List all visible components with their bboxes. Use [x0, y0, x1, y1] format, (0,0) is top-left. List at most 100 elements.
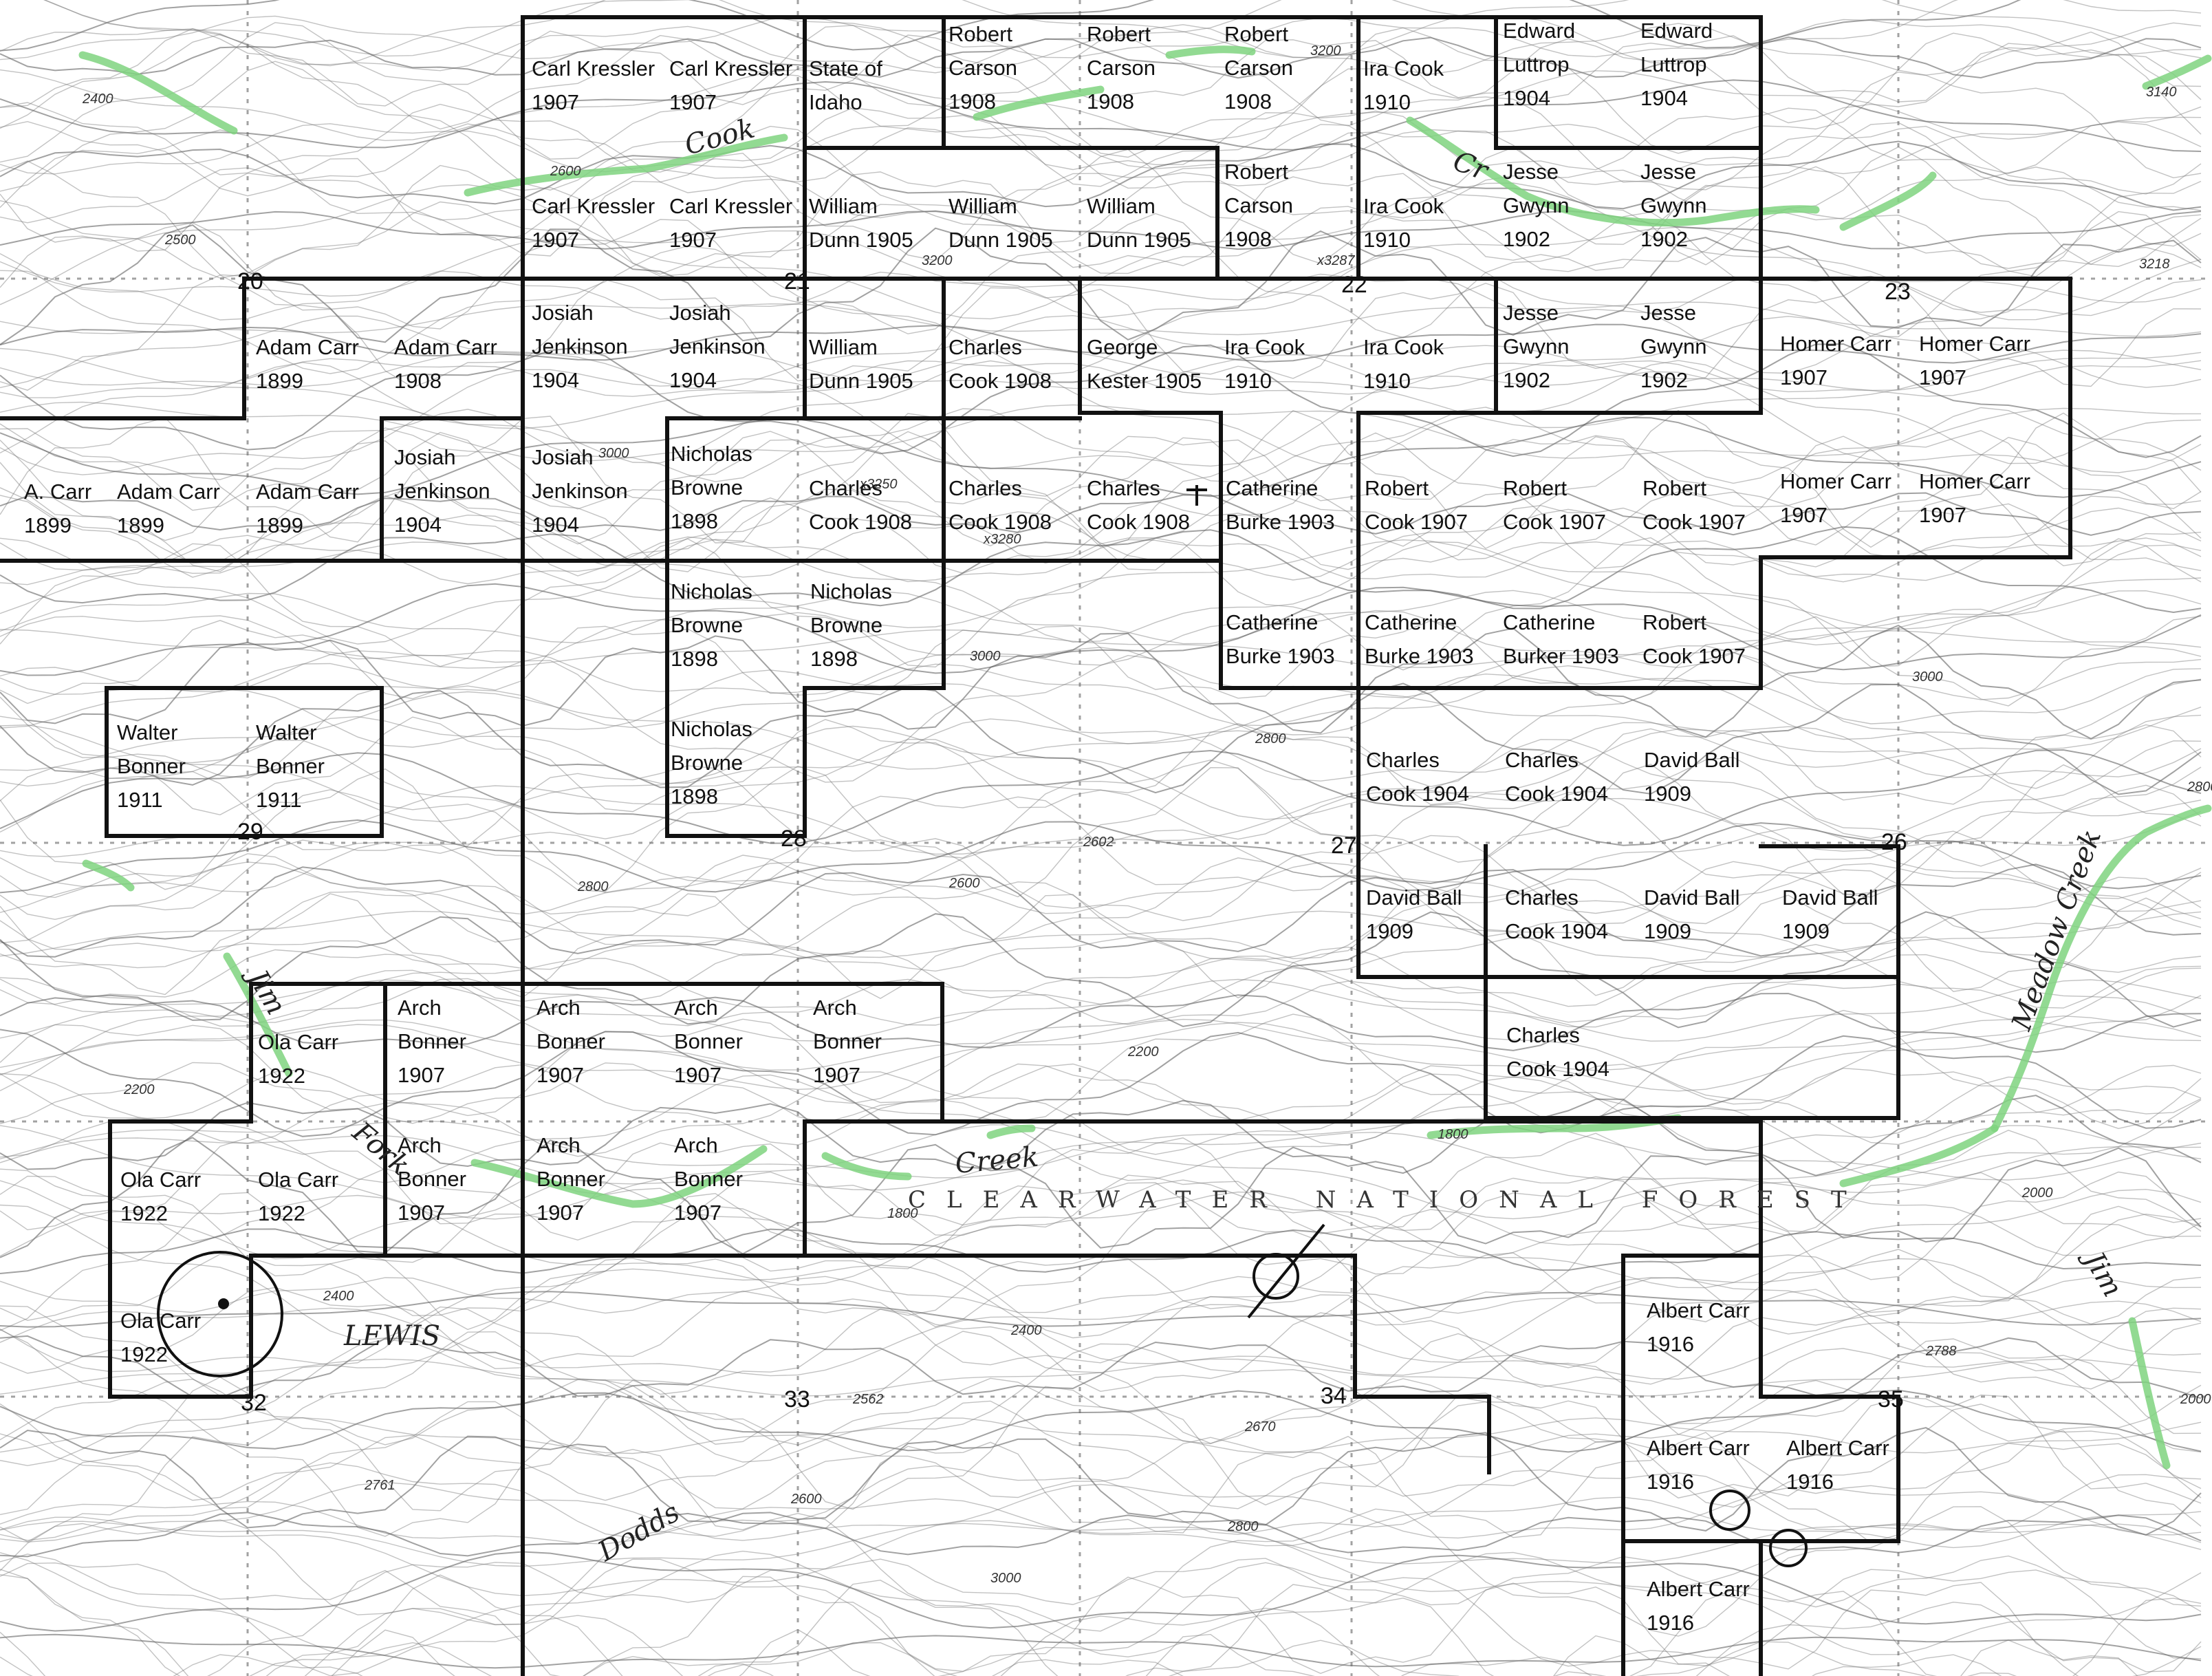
parcel-owner: Jesse [1503, 301, 1559, 325]
parcel-owner: Gwynn [1640, 334, 1706, 358]
parcel-year: 1909 [1644, 782, 1691, 806]
contour-line [0, 830, 2202, 928]
contour-line [0, 910, 2202, 958]
contour-line [0, 1130, 2202, 1233]
lewis-creek [82, 859, 1999, 1208]
contour-line [0, 28, 2202, 108]
parcel-owner: Josiah [532, 445, 594, 469]
section-number: 28 [781, 826, 807, 852]
parcel-year: Kester 1905 [1087, 369, 1202, 393]
parcel-year: 1908 [948, 89, 996, 114]
elevation-label: 2600 [550, 164, 581, 179]
contour-line [0, 200, 2202, 279]
parcel-owner: Gwynn [1503, 193, 1569, 217]
parcel-year: Dunn 1905 [809, 369, 913, 393]
parcel-owner: Homer Carr [1780, 332, 1891, 356]
parcel-owner: Bonner [674, 1029, 743, 1053]
contour-line [0, 1338, 2202, 1466]
